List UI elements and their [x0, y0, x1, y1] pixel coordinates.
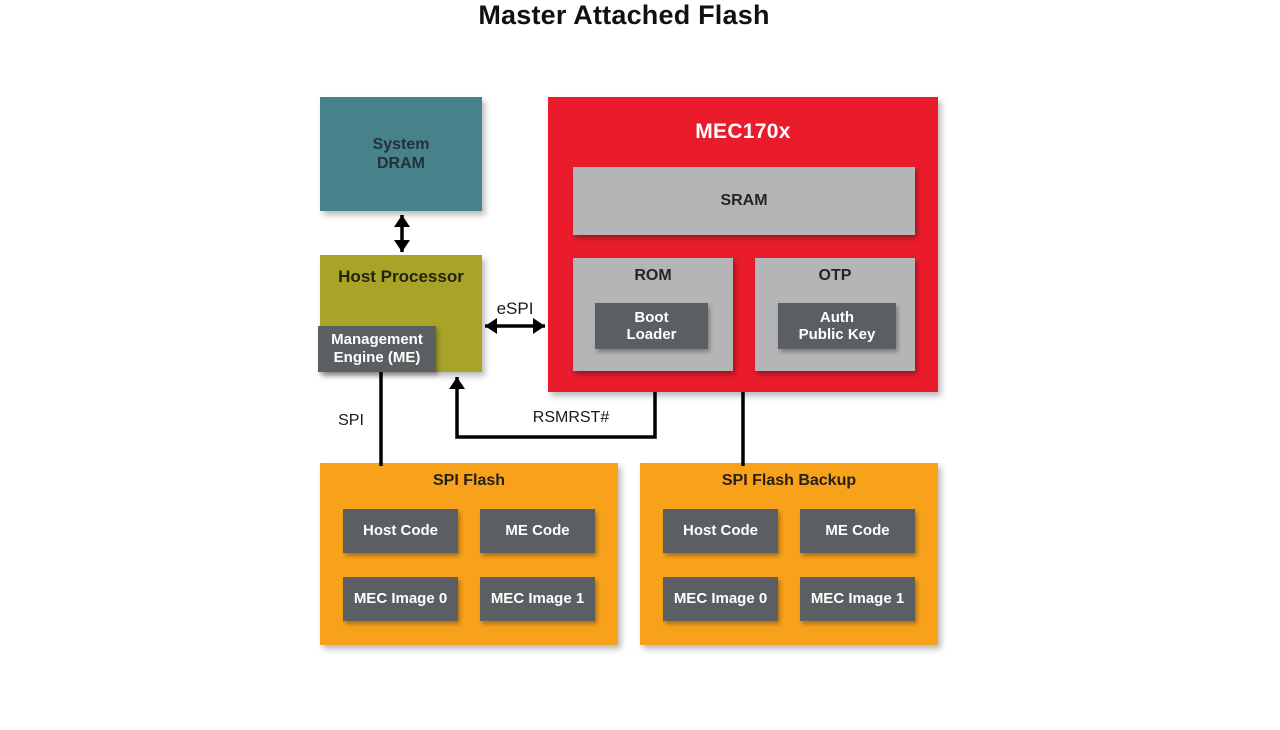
spi-flash-mec-image-1: MEC Image 1	[480, 577, 595, 621]
rom-label: ROM	[634, 267, 672, 284]
spi-wire-label: SPI	[338, 412, 364, 429]
spi-flash-label: SPI Flash	[432, 472, 506, 489]
rsmrst-wire-label: RSMRST#	[532, 409, 610, 426]
espi-wire-label: eSPI	[496, 299, 534, 318]
mec170x-label: MEC170x	[695, 120, 791, 143]
system-dram-block: System DRAM	[320, 97, 482, 211]
host-processor-label: Host Processor	[338, 267, 464, 286]
boot-loader-block: Boot Loader	[595, 303, 708, 349]
auth-public-key-block: Auth Public Key	[778, 303, 896, 349]
spi-flash-backup-host-code: Host Code	[663, 509, 778, 553]
spi-flash-backup-me-code: ME Code	[800, 509, 915, 553]
spi-flash-backup-mec-image-0: MEC Image 0	[663, 577, 778, 621]
spi-flash-me-code: ME Code	[480, 509, 595, 553]
otp-label: OTP	[818, 267, 852, 284]
spi-flash-backup-mec-image-1: MEC Image 1	[800, 577, 915, 621]
system-dram-label: System DRAM	[372, 135, 430, 172]
spi-flash-backup-label: SPI Flash Backup	[721, 472, 857, 489]
spi-flash-host-code: Host Code	[343, 509, 458, 553]
diagram-title: Master Attached Flash	[478, 0, 770, 30]
spi-flash-mec-image-0: MEC Image 0	[343, 577, 458, 621]
sram-block: SRAM	[573, 167, 915, 235]
sram-label: SRAM	[720, 192, 768, 209]
management-engine-block: Management Engine (ME)	[318, 326, 436, 372]
